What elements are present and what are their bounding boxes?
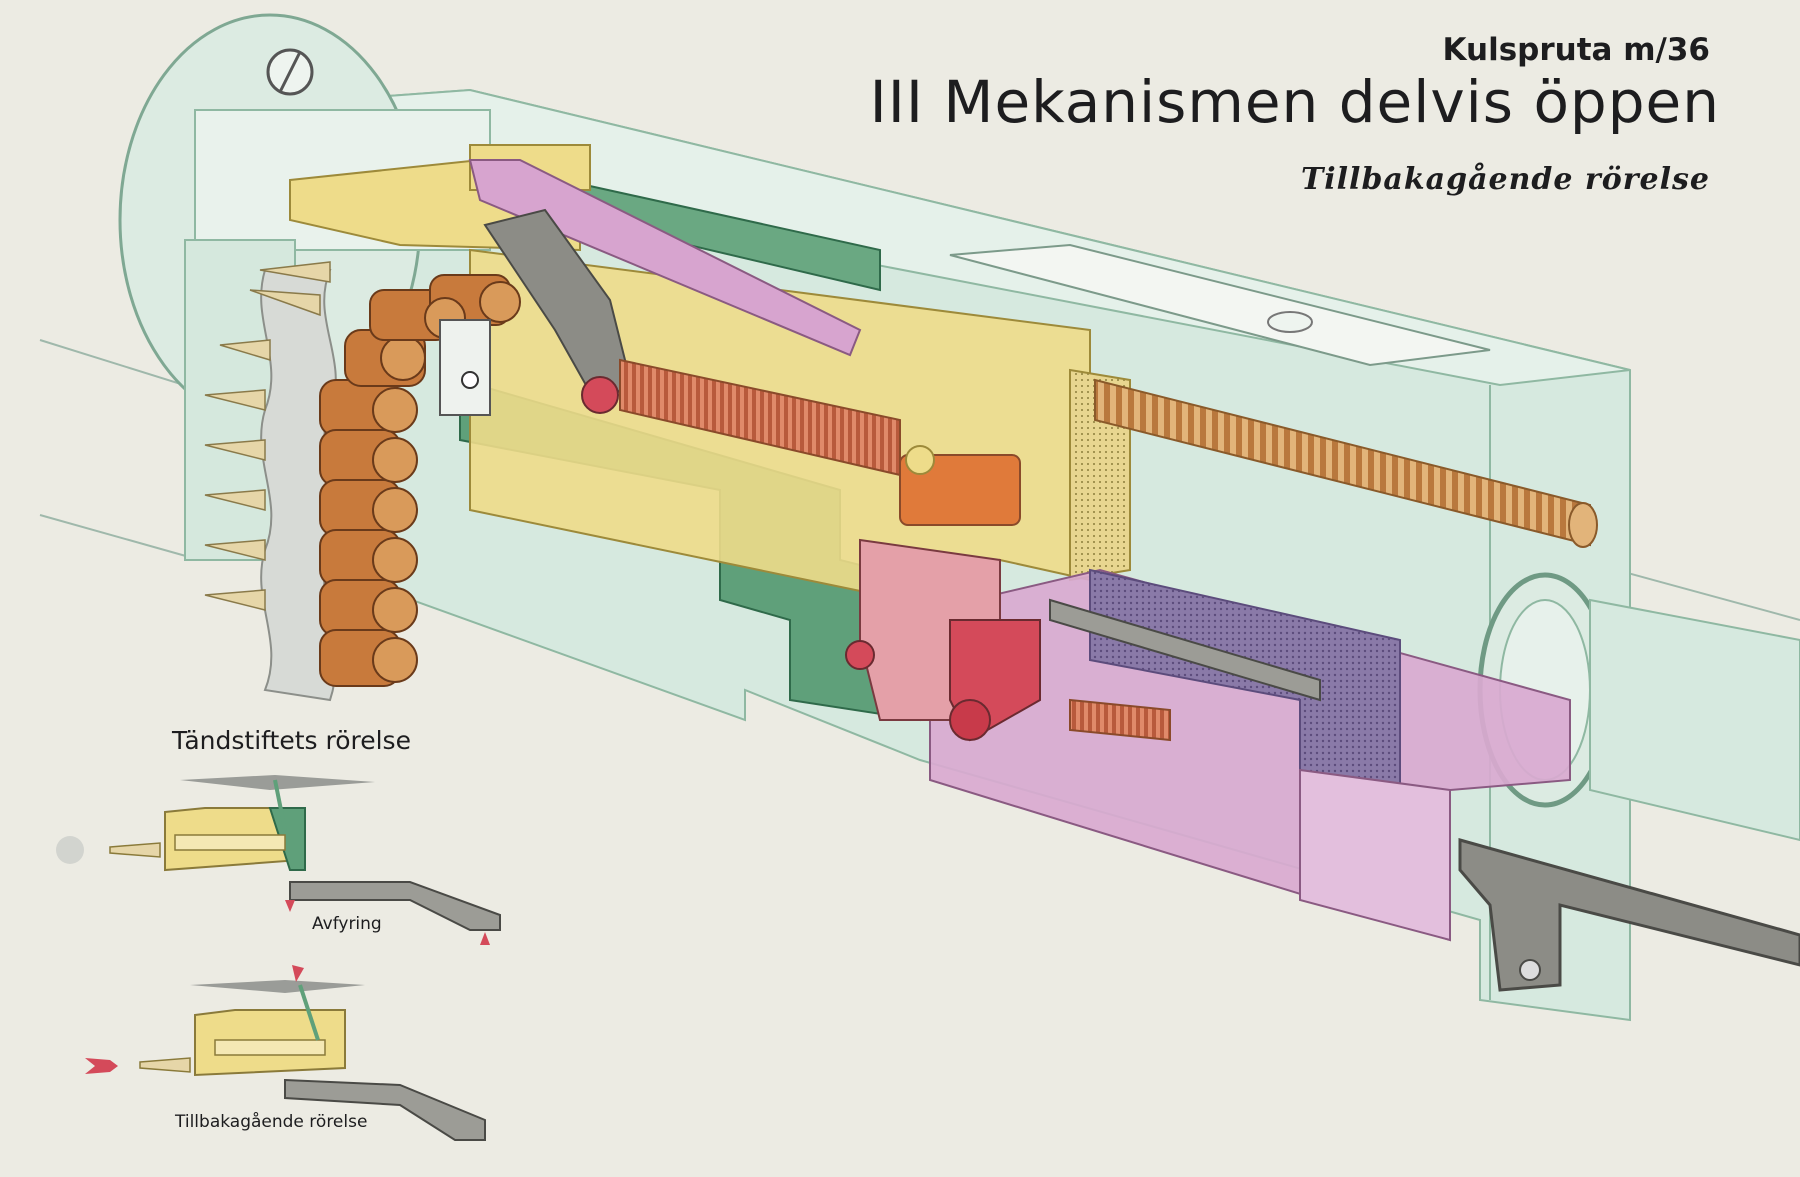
page-title: III Mekanismen delvis öppen	[869, 68, 1720, 136]
inset-firing	[56, 775, 501, 945]
lock-lever	[1049, 598, 1321, 702]
inset-recoil-label: Tillbakagående rörelse	[175, 1112, 368, 1132]
pink-lever	[468, 159, 862, 357]
feed-block	[439, 319, 491, 416]
page-subtitle: Tillbakagående rörelse	[1300, 162, 1710, 197]
sear-spring	[1069, 698, 1171, 742]
cartridges	[204, 261, 521, 687]
top-cover-slot	[949, 243, 1491, 367]
inset-title: Tändstiftets rörelse	[172, 726, 411, 755]
firing-pin-spring	[619, 358, 1021, 526]
sear-assembly	[845, 538, 1041, 742]
inset-recoil	[85, 965, 486, 1141]
pink-side-plate	[1299, 768, 1451, 942]
crank-handle	[1458, 838, 1800, 992]
inset-firing-label: Avfyring	[312, 914, 382, 934]
chart-caption: Kulspruta m/36	[1442, 32, 1710, 68]
